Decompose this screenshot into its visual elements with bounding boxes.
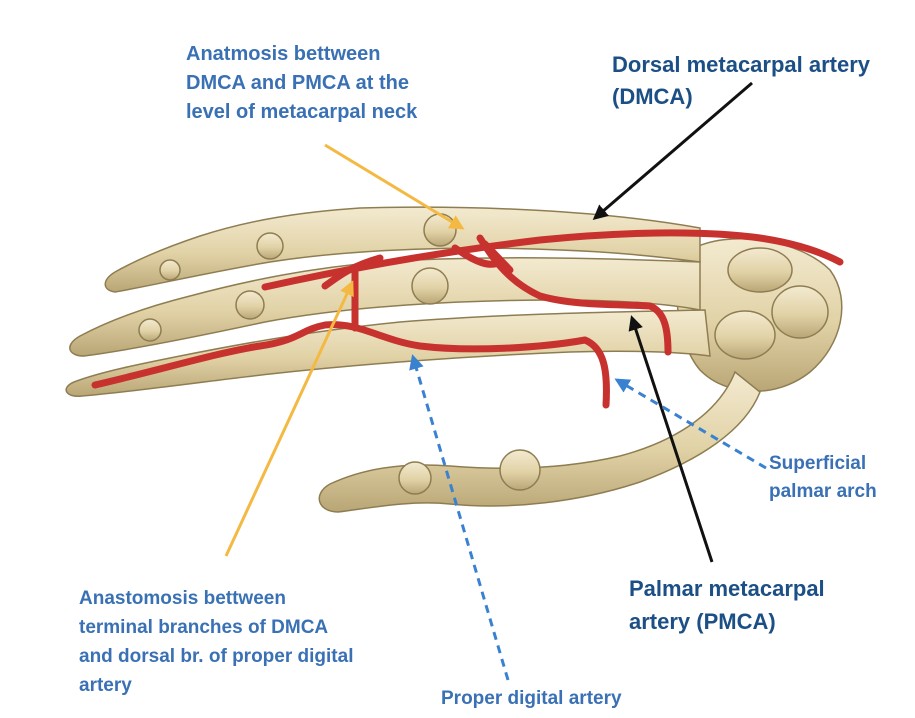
joint xyxy=(139,319,161,341)
label-anastomosis-metacarpal-neck: Anatmosis bettween DMCA and PMCA at the … xyxy=(186,40,417,127)
label-line: level of metacarpal neck xyxy=(186,98,417,127)
label-line: Anatmosis bettween xyxy=(186,40,417,69)
thumb-bones xyxy=(319,372,760,512)
joint xyxy=(500,450,540,490)
pointer-proper-digital-artery xyxy=(413,357,508,680)
label-line: Superficial xyxy=(769,450,877,478)
carpal-bone xyxy=(715,311,775,359)
label-palmar-metacarpal-artery: Palmar metacarpal artery (PMCA) xyxy=(629,572,825,638)
label-dorsal-metacarpal-artery: Dorsal metacarpal artery (DMCA) xyxy=(612,49,870,113)
label-line: palmar arch xyxy=(769,478,877,506)
carpal-bone xyxy=(772,286,828,338)
label-anastomosis-terminal-branches: Anastomosis bettween terminal branches o… xyxy=(79,584,353,700)
joint xyxy=(236,291,264,319)
joint xyxy=(257,233,283,259)
label-line: Proper digital artery xyxy=(441,686,622,712)
label-line: artery (PMCA) xyxy=(629,605,825,638)
label-proper-digital-artery: Proper digital artery xyxy=(441,686,622,712)
carpal-bone xyxy=(728,248,792,292)
label-line: artery xyxy=(79,671,353,700)
joint xyxy=(424,214,456,246)
label-line: Anastomosis bettween xyxy=(79,584,353,613)
joint xyxy=(160,260,180,280)
joint xyxy=(412,268,448,304)
label-line: Dorsal metacarpal artery xyxy=(612,49,870,81)
label-line: and dorsal br. of proper digital xyxy=(79,642,353,671)
label-line: Palmar metacarpal xyxy=(629,572,825,605)
label-line: terminal branches of DMCA xyxy=(79,613,353,642)
label-line: (DMCA) xyxy=(612,81,870,113)
joint xyxy=(399,462,431,494)
label-line: DMCA and PMCA at the xyxy=(186,69,417,98)
label-superficial-palmar-arch: Superficial palmar arch xyxy=(769,450,877,506)
